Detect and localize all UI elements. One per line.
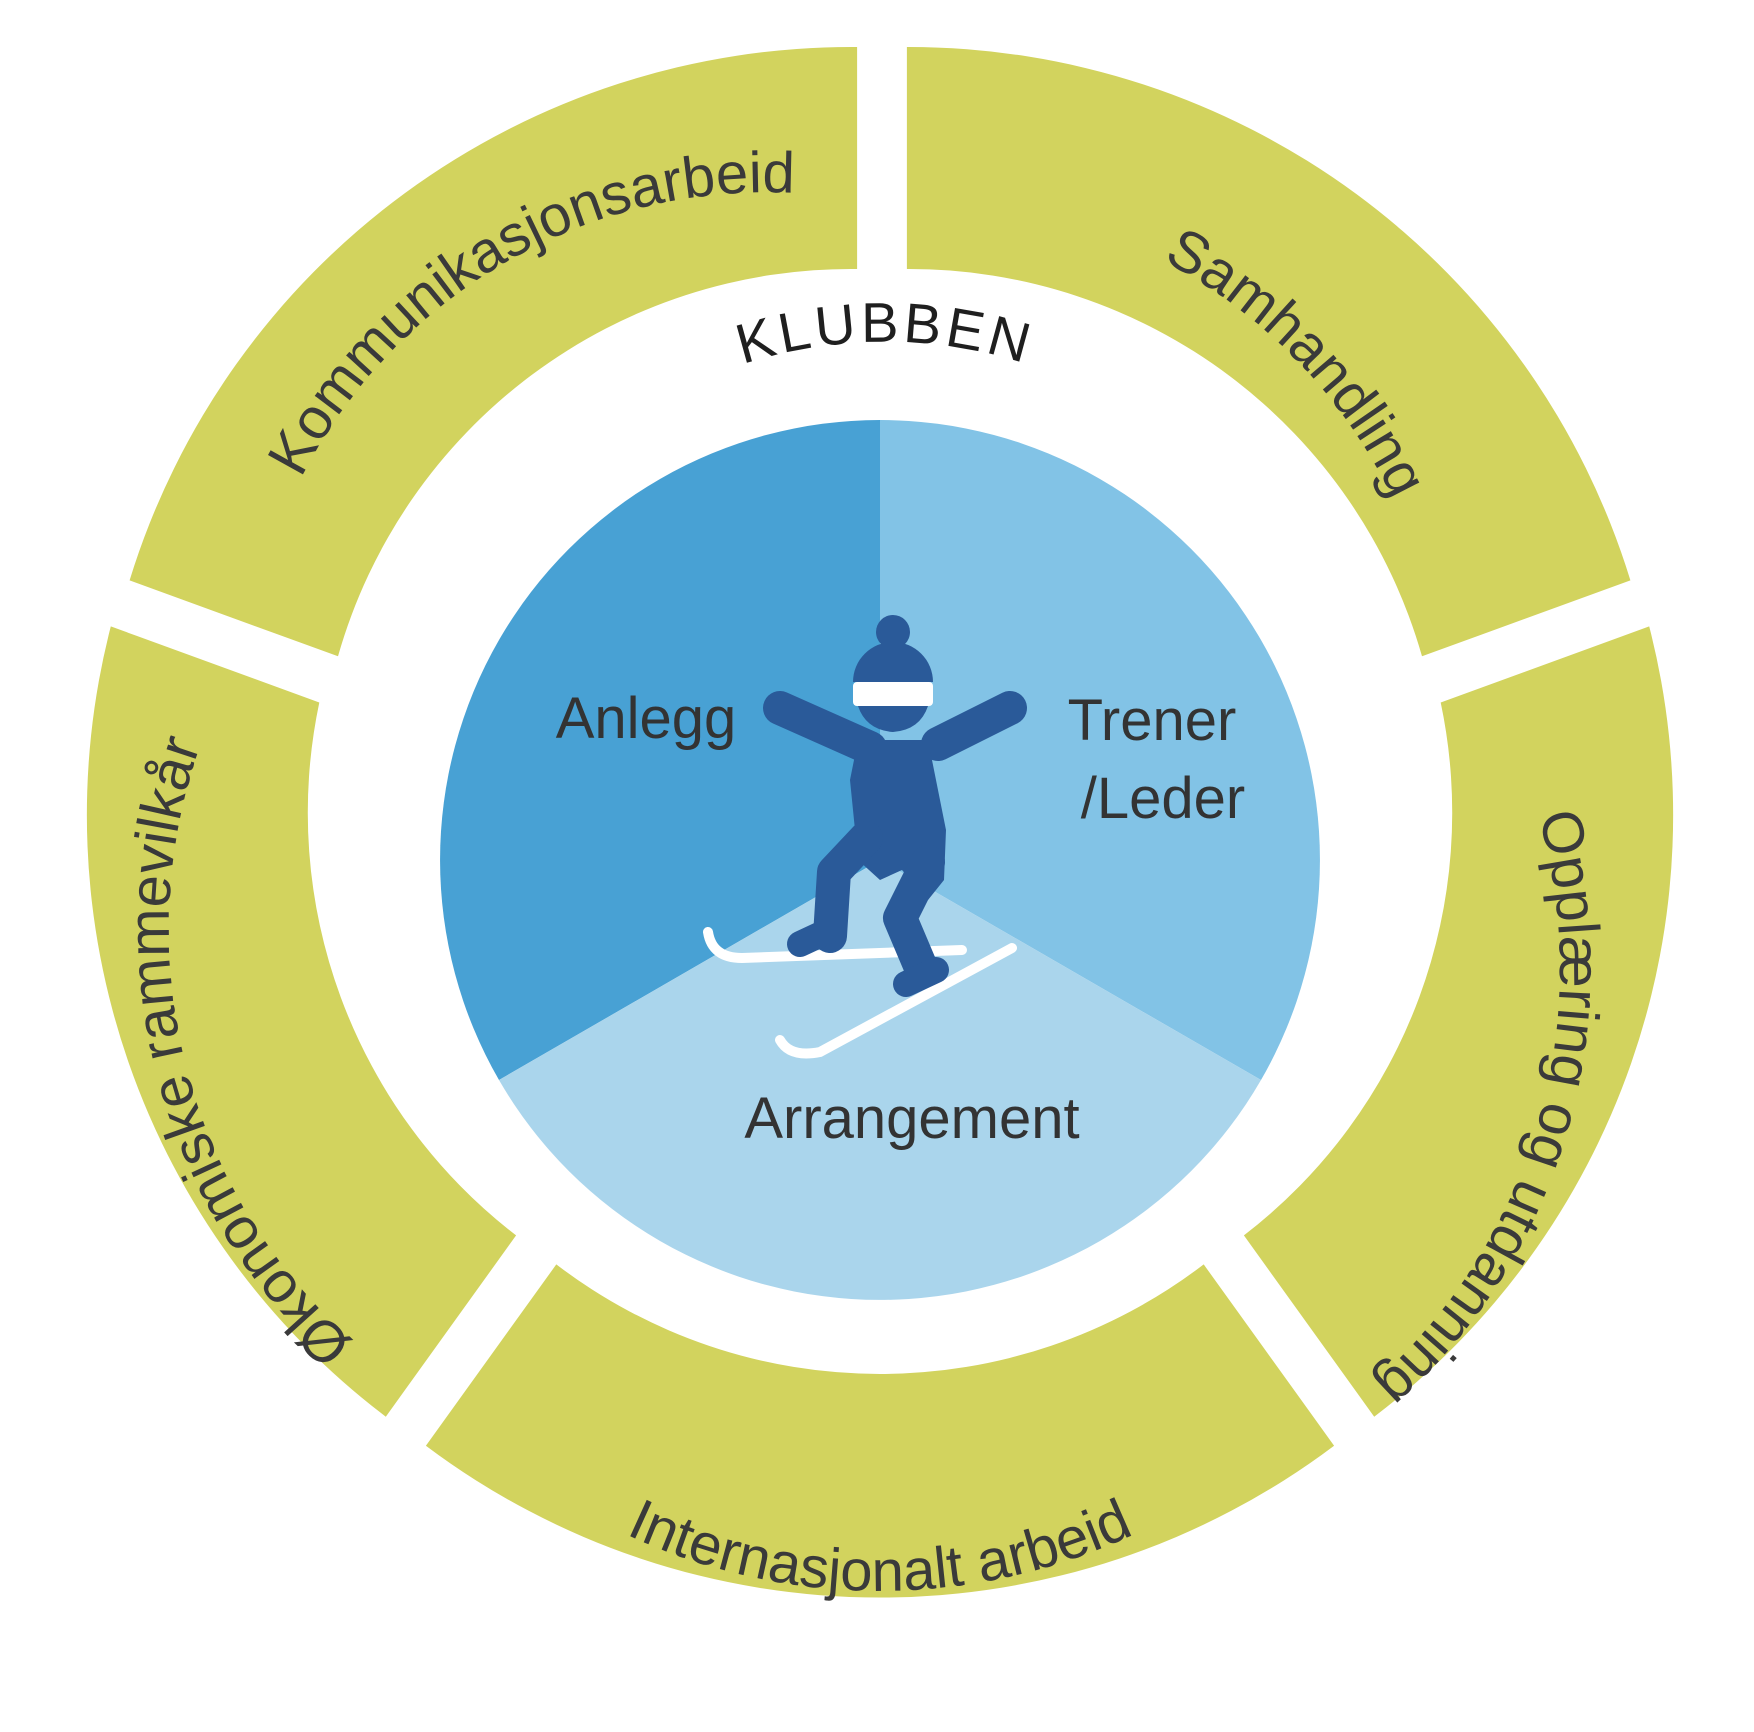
label-anlegg: Anlegg bbox=[556, 686, 737, 751]
segment-arrangement[interactable] bbox=[499, 860, 1261, 1300]
inner-pie bbox=[440, 420, 1320, 1300]
label-arrangement: Arrangement bbox=[744, 1086, 1079, 1151]
segment-okonomiske-rammevilkar[interactable] bbox=[86, 626, 517, 1417]
outer-ring bbox=[86, 46, 1674, 1598]
segment-opplaering-og-utdanning[interactable] bbox=[1243, 626, 1674, 1417]
segment-samhandling[interactable] bbox=[906, 46, 1631, 657]
center-title: KLUBBEN bbox=[729, 291, 1041, 376]
segment-trener-leder[interactable] bbox=[880, 420, 1320, 1080]
label-leder: /Leder bbox=[1081, 766, 1245, 831]
label-trener: Trener bbox=[1068, 688, 1237, 753]
segment-anlegg[interactable] bbox=[440, 420, 880, 1080]
skier-icon bbox=[703, 615, 1027, 1059]
segment-internasjonalt-arbeid[interactable] bbox=[425, 1264, 1335, 1598]
segment-kommunikasjonsarbeid[interactable] bbox=[129, 46, 858, 657]
